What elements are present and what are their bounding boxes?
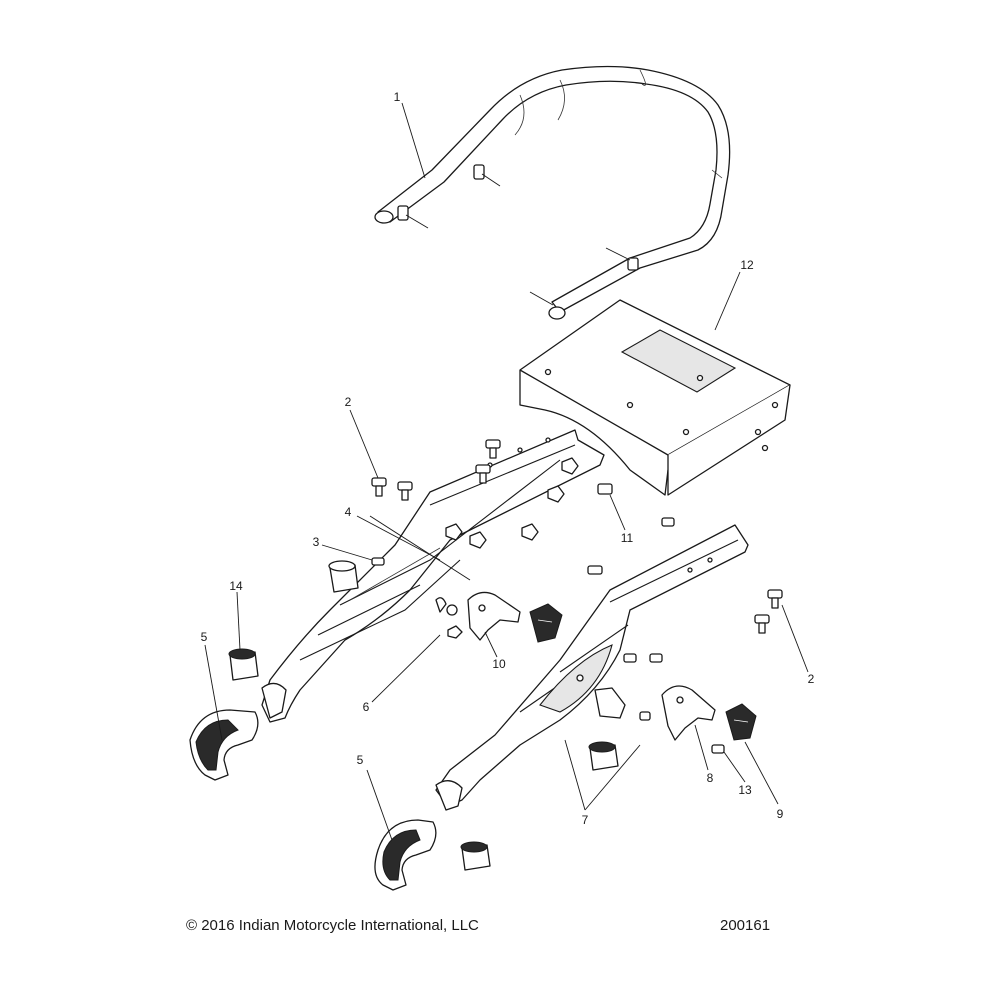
callout-10: 10	[492, 657, 506, 671]
mounting-bolts	[371, 439, 783, 754]
callout-1: 1	[394, 90, 401, 104]
bushing-middle	[588, 741, 619, 771]
rack-box	[519, 299, 791, 496]
callout-labels: 1 2 2 3 4 5 5 6 7 8 9 10 11 12 13 14	[201, 90, 815, 827]
left-side-plate	[261, 429, 605, 723]
copyright-notice: © 2016 Indian Motorcycle International, …	[186, 917, 479, 934]
bolt-upper-left-1	[485, 439, 501, 459]
callout-12: 12	[740, 258, 754, 272]
callout-11: 11	[621, 531, 634, 545]
callout-7: 7	[582, 813, 589, 827]
bolt-right-4	[754, 614, 770, 634]
bushing-upper	[328, 560, 359, 593]
bracket-part-10	[435, 591, 521, 641]
bracket-part-8	[594, 685, 716, 741]
horseshoe-pad-upper	[189, 709, 259, 781]
callout-3: 3	[313, 535, 320, 549]
bushing-part-14	[228, 648, 259, 681]
bolt-upper-left-2	[475, 464, 491, 484]
bolt-left-4	[397, 481, 413, 501]
callout-2-right: 2	[808, 672, 815, 686]
callout-9: 9	[777, 807, 784, 821]
bolt-part-13	[711, 744, 725, 754]
callout-13: 13	[738, 783, 752, 797]
bolt-right-2	[587, 565, 603, 575]
callout-5-lower: 5	[357, 753, 364, 767]
callout-2-left: 2	[345, 395, 352, 409]
bolt-right-3	[767, 589, 783, 609]
nuts	[445, 457, 579, 639]
bushing-lower	[460, 841, 491, 871]
bolt-right-6	[649, 653, 663, 663]
callout-6: 6	[363, 700, 370, 714]
callout-5-upper: 5	[201, 630, 208, 644]
mount-block-upper	[529, 603, 563, 643]
callout-4: 4	[345, 505, 352, 519]
bolt-part-11	[597, 483, 613, 495]
callout-8: 8	[707, 771, 714, 785]
horseshoe-pad-lower	[374, 819, 437, 891]
bolt-part-3	[371, 557, 385, 566]
bolt-right-1	[661, 517, 675, 527]
diagram-number: 200161	[720, 917, 770, 934]
right-side-plate	[435, 524, 749, 811]
sissy-bar-tube	[374, 65, 731, 320]
mount-block-part-9	[725, 703, 757, 741]
callout-14: 14	[229, 579, 243, 593]
bolt-left-3	[371, 477, 387, 497]
leader-lines	[204, 102, 809, 841]
bolt-right-5	[623, 653, 637, 663]
bolt-part-13b	[639, 711, 651, 721]
